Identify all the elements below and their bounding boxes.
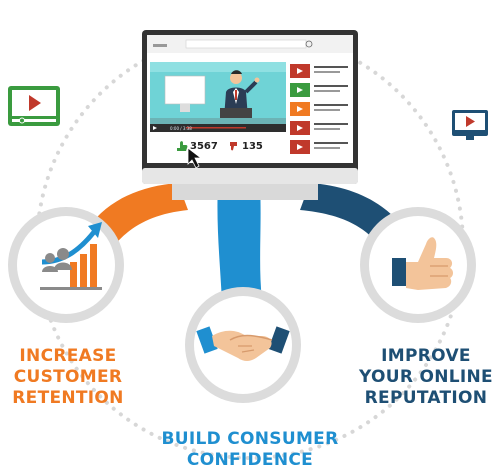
video-player-icon [8, 86, 60, 126]
like-count: 3567 [190, 141, 218, 152]
handshake-icon [196, 326, 290, 361]
blue-connector [217, 183, 262, 302]
dislike-count: 135 [242, 141, 263, 152]
confidence-line-2: CONFIDENCE [186, 450, 314, 470]
retention-line-1: INCREASE [19, 346, 117, 366]
confidence-line-1: BUILD CONSUMER [161, 429, 339, 449]
retention-line-3: RETENTION [12, 388, 124, 408]
video-time-readout: 0:00 / 3:38 [170, 126, 192, 131]
reputation-line-1: IMPROVE [381, 346, 471, 366]
monitor-play-icon [452, 110, 488, 140]
reputation-line-2: YOUR ONLINE [359, 367, 493, 387]
growth-chart-icon [40, 222, 102, 290]
cursor-icon [187, 147, 203, 169]
confidence-caption: BUILD CONSUMER CONFIDENCE [140, 429, 360, 471]
search-icon [305, 40, 313, 48]
dislike-icon [230, 142, 237, 151]
play-control-icon [153, 126, 157, 130]
retention-line-2: CUSTOMER [13, 367, 123, 387]
monitor [142, 30, 358, 200]
like-dislike-row: 3567 135 [176, 140, 286, 154]
retention-caption: INCREASE CUSTOMER RETENTION [0, 346, 136, 409]
video-thumbnail-list [290, 64, 348, 154]
thumbs-up-icon [392, 237, 453, 290]
reputation-line-3: REPUTATION [364, 388, 488, 408]
reputation-caption: IMPROVE YOUR ONLINE REPUTATION [352, 346, 500, 409]
like-icon [177, 141, 188, 151]
